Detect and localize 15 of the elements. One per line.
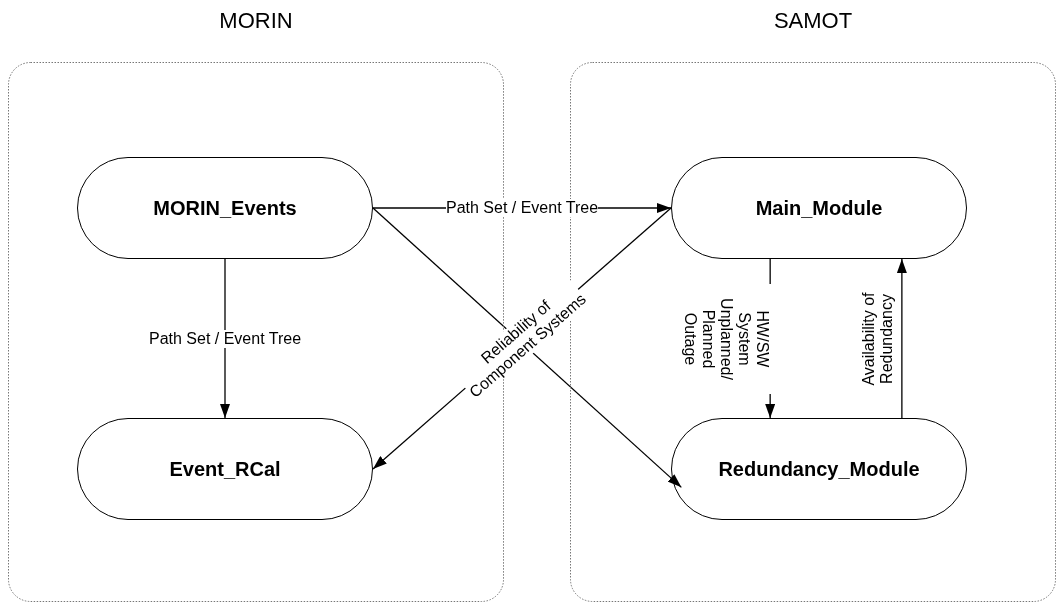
module-box bbox=[77, 157, 373, 259]
edge-label: Path Set / Event Tree bbox=[445, 199, 599, 217]
group-heading: MORIN bbox=[218, 8, 294, 34]
edge-label: HW/SW System Unplanned/ Planned Outage bbox=[681, 283, 772, 394]
module-name: Main_Module bbox=[754, 196, 884, 220]
group-heading: SAMOT bbox=[772, 8, 854, 34]
arrow bbox=[220, 258, 230, 419]
module-box bbox=[671, 157, 967, 259]
module-box bbox=[671, 418, 967, 520]
arrow bbox=[896, 258, 907, 419]
module-box bbox=[77, 418, 373, 520]
module-name: MORIN_Events bbox=[152, 196, 298, 220]
module-name: Event_RCal bbox=[168, 457, 282, 481]
module-name: Redundancy_Module bbox=[717, 457, 921, 481]
edge-label: Path Set / Event Tree bbox=[148, 329, 302, 348]
